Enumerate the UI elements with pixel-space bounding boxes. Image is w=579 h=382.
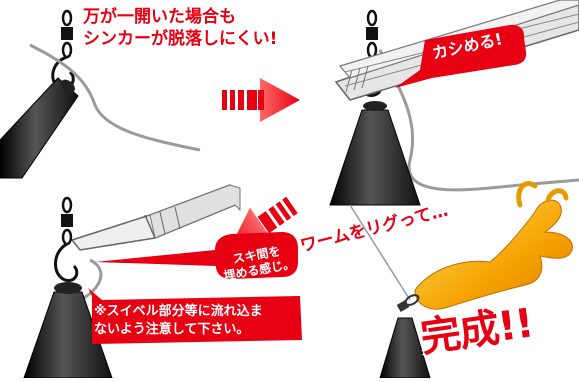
step4-panel xyxy=(349,181,573,379)
fishing-line xyxy=(29,43,201,152)
sinker-icon xyxy=(0,77,79,179)
hook-icon xyxy=(54,242,79,282)
step1-note-text: 万が一開いた場合も シンカーが脱落しにくい! xyxy=(83,6,277,50)
step1-note-line2: シンカーが脱落しにくい! xyxy=(83,29,278,49)
swivel-icon xyxy=(61,196,73,246)
swivel-icon xyxy=(61,9,73,59)
fishing-line xyxy=(349,204,411,301)
fishing-line xyxy=(79,258,103,302)
step1-panel xyxy=(0,9,201,179)
worm-icon xyxy=(414,199,573,310)
sukima-callout xyxy=(95,232,298,279)
arrow-right-icon xyxy=(222,78,300,122)
sinker-icon xyxy=(329,109,421,206)
fishing-line xyxy=(378,49,579,192)
step2-panel xyxy=(329,0,579,206)
glue-tube-icon xyxy=(70,184,241,251)
caution-callout xyxy=(88,288,302,344)
kashimeru-callout xyxy=(395,24,527,88)
step3-caution-line2: ないよう注意して下さい。 xyxy=(94,322,250,337)
swivel-icon xyxy=(366,9,378,59)
step1-note-line1: 万が一開いた場合も xyxy=(83,7,236,27)
swivel-icon xyxy=(396,294,420,312)
step3-caution-text: ※スイベル部分等に流れ込ま ないよう注意して下さい。 xyxy=(94,303,263,339)
step3-panel xyxy=(23,184,302,379)
step3-caution-line1: ※スイベル部分等に流れ込ま xyxy=(94,304,263,319)
